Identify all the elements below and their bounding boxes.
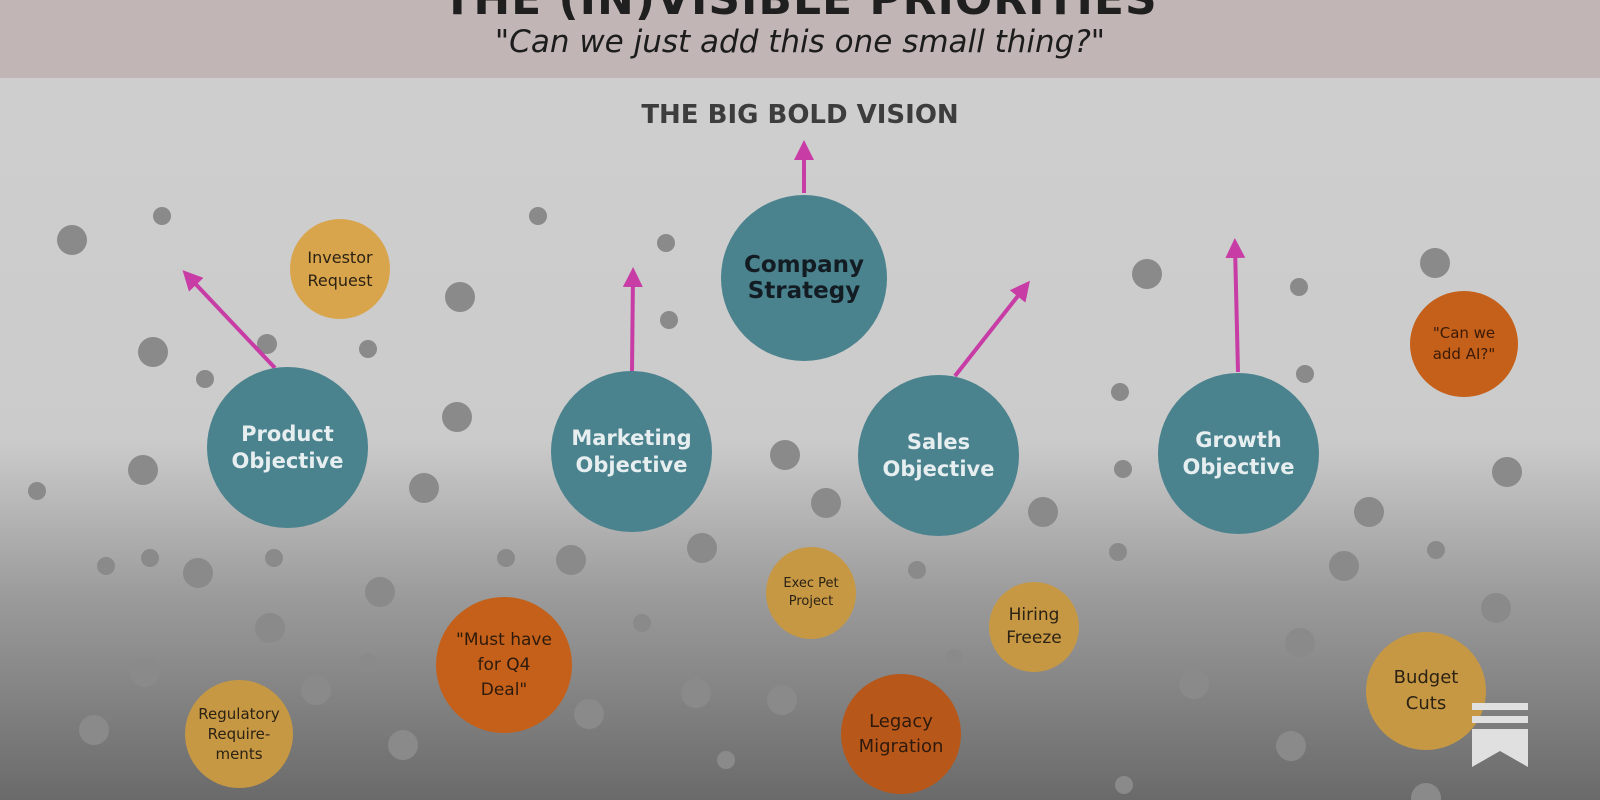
noise-dot	[1179, 669, 1209, 699]
product-objective-node: Product Objective	[207, 367, 368, 528]
noise-dot	[28, 482, 46, 500]
noise-dot	[359, 654, 377, 672]
noise-dot	[57, 225, 87, 255]
noise-dot	[1481, 593, 1511, 623]
noise-dot	[1411, 783, 1441, 800]
noise-dot	[1111, 383, 1129, 401]
page-title: THE (IN)VISIBLE PRIORITIES	[0, 0, 1600, 25]
noise-dot	[141, 549, 159, 567]
noise-dot	[388, 730, 418, 760]
noise-dot	[128, 455, 158, 485]
bookmark-icon	[1472, 703, 1528, 767]
company-strategy-node: Company Strategy	[721, 195, 887, 361]
noise-dot	[633, 614, 651, 632]
noise-dot	[1354, 497, 1384, 527]
noise-dot	[409, 473, 439, 503]
noise-dot	[130, 657, 160, 687]
arrow-marketing	[622, 267, 643, 372]
noise-dot	[1329, 551, 1359, 581]
hiring-freeze-node: Hiring Freeze	[989, 582, 1079, 672]
noise-dot	[359, 340, 377, 358]
arrow-sales	[953, 280, 1030, 378]
noise-dot	[1114, 460, 1132, 478]
noise-dot	[183, 558, 213, 588]
sales-objective-node: Sales Objective	[858, 375, 1019, 536]
noise-dot	[1109, 543, 1127, 561]
regulatory-requirements-node: Regulatory Require- ments	[185, 680, 293, 788]
noise-dot	[1492, 457, 1522, 487]
noise-dot	[445, 282, 475, 312]
page-subtitle: "Can we just add this one small thing?"	[494, 24, 1106, 60]
noise-dot	[1427, 541, 1445, 559]
noise-dot	[556, 545, 586, 575]
noise-dot	[97, 557, 115, 575]
arrow-product	[182, 270, 277, 370]
noise-dot	[1276, 731, 1306, 761]
noise-dot	[138, 337, 168, 367]
noise-dot	[767, 685, 797, 715]
noise-dot	[770, 440, 800, 470]
noise-dot	[811, 488, 841, 518]
noise-dot	[660, 311, 678, 329]
noise-dot	[574, 699, 604, 729]
noise-dot	[908, 561, 926, 579]
ai-request-node: "Can we add AI?"	[1410, 291, 1518, 397]
noise-dot	[365, 577, 395, 607]
noise-dot	[681, 678, 711, 708]
noise-dot	[255, 613, 285, 643]
noise-dot	[1296, 365, 1314, 383]
noise-dot	[1420, 248, 1450, 278]
noise-dot	[717, 751, 735, 769]
noise-dot	[153, 207, 171, 225]
marketing-objective-node: Marketing Objective	[551, 371, 712, 532]
noise-dot	[945, 649, 963, 667]
vision-label: THE BIG BOLD VISION	[641, 100, 959, 130]
legacy-migration-node: Legacy Migration	[841, 674, 961, 794]
noise-dot	[79, 715, 109, 745]
investor-request-node: Investor Request	[290, 219, 390, 319]
noise-dot	[497, 549, 515, 567]
arrow-growth	[1225, 238, 1246, 373]
noise-dot	[196, 370, 214, 388]
noise-dot	[442, 402, 472, 432]
noise-dot	[687, 533, 717, 563]
growth-objective-node: Growth Objective	[1158, 373, 1319, 534]
header-banner: THE (IN)VISIBLE PRIORITIES "Can we just …	[0, 0, 1600, 78]
noise-dot	[301, 675, 331, 705]
noise-dot	[1115, 776, 1133, 794]
noise-dot	[657, 234, 675, 252]
exec-pet-project-node: Exec Pet Project	[766, 547, 856, 639]
noise-dot	[1285, 628, 1315, 658]
noise-dot	[257, 334, 277, 354]
noise-dot	[529, 207, 547, 225]
must-have-q4-node: "Must have for Q4 Deal"	[436, 597, 572, 733]
noise-dot	[1290, 278, 1308, 296]
noise-dot	[1132, 259, 1162, 289]
budget-cuts-node: Budget Cuts	[1366, 632, 1486, 750]
noise-dot	[1028, 497, 1058, 527]
noise-dot	[265, 549, 283, 567]
